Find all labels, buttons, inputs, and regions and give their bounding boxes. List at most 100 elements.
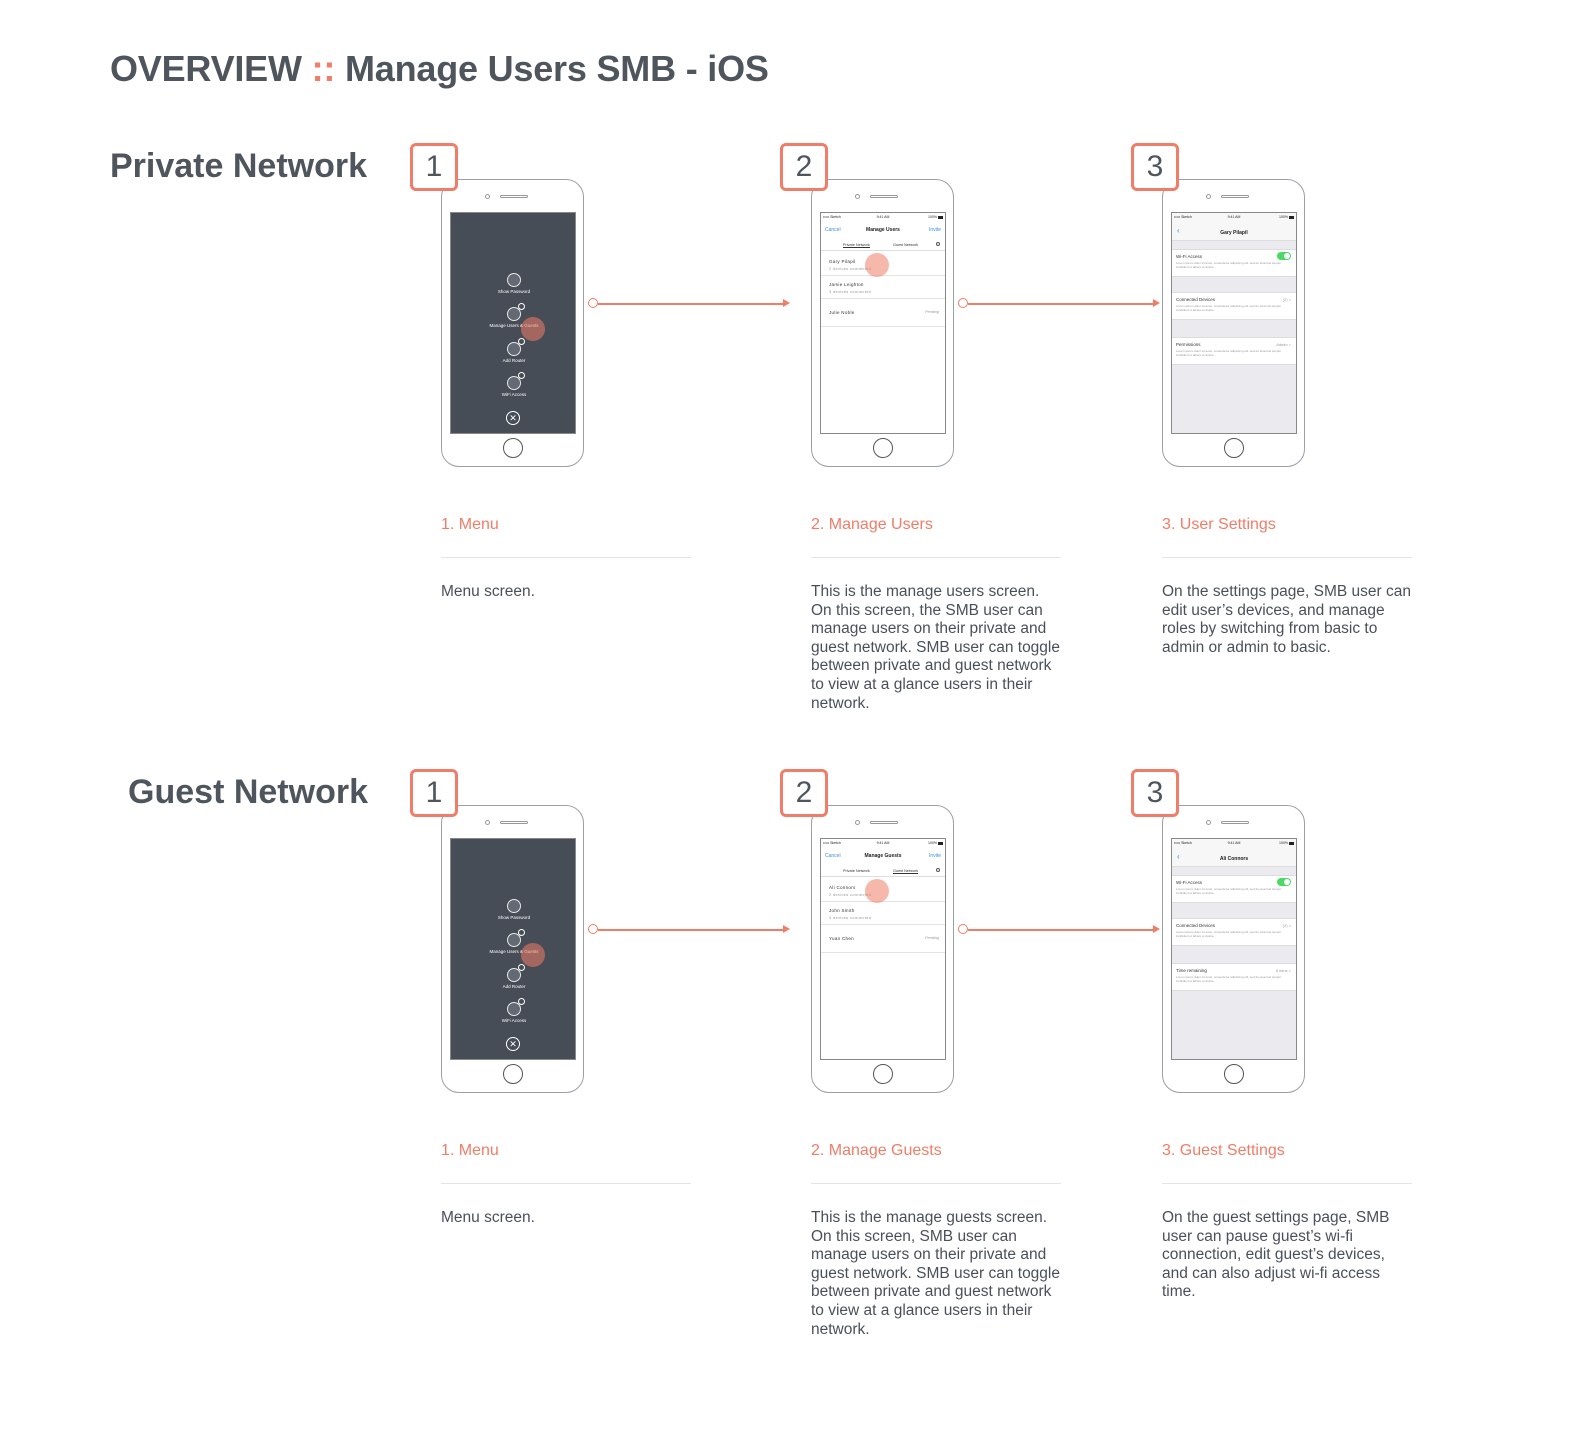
- divider: [811, 557, 1061, 558]
- home-button[interactable]: [873, 438, 893, 458]
- user-name: Yuan Chen: [829, 936, 854, 941]
- step-title: 1. Menu: [441, 516, 499, 533]
- speaker-grille: [870, 821, 898, 824]
- close-icon[interactable]: ✕: [506, 1037, 520, 1051]
- wifi-toggle[interactable]: [1277, 878, 1291, 886]
- user-name: John Smith: [829, 908, 855, 913]
- menu-item-label: WiFi Access: [501, 392, 527, 397]
- settings-row-3[interactable]: Time remaining 8 mins > Lorem ipsum dolo…: [1172, 963, 1296, 991]
- menu-item-icon: [507, 338, 525, 356]
- plus-badge-icon: [518, 929, 525, 936]
- camera-icon: [485, 820, 490, 825]
- tap-indicator: [865, 253, 889, 277]
- divider: [441, 1183, 691, 1184]
- plus-badge-icon: [518, 998, 525, 1005]
- menu-item-label: WiFi Access: [501, 1018, 527, 1023]
- battery-icon: [938, 216, 943, 219]
- search-icon[interactable]: [936, 868, 940, 872]
- connected-devices-row[interactable]: Connected Devices (2) > Lorem ipsum dolo…: [1172, 918, 1296, 946]
- back-chevron-icon[interactable]: ‹: [1177, 226, 1180, 235]
- speaker-grille: [1221, 821, 1249, 824]
- menu-item-icon: [507, 303, 525, 321]
- network-toggle: Private Network Guest Network: [821, 241, 945, 251]
- home-button[interactable]: [1224, 1064, 1244, 1084]
- phone-menu: Show Password Manage Users & Guests Add …: [441, 805, 584, 1093]
- arrow-start-icon: [958, 298, 968, 308]
- list-item[interactable]: Jamie Leighton 3 devices connected: [821, 276, 945, 299]
- list-item[interactable]: Julie Noble Pending: [821, 299, 945, 327]
- divider: [811, 1183, 1061, 1184]
- wifi-access-row: Wi-Fi Access Lorem ipsum dolor sit amet,…: [1172, 875, 1296, 903]
- step-description: On the guest settings page, SMB user can…: [1162, 1209, 1390, 1301]
- devices-count: 2 devices connected: [829, 892, 872, 897]
- tap-indicator: [865, 879, 889, 903]
- menu-item[interactable]: Add Router: [451, 338, 575, 363]
- menu-screen: Show Password Manage Users & Guests Add …: [450, 838, 576, 1060]
- user-name: Jamie Leighton: [829, 282, 864, 287]
- search-icon[interactable]: [936, 242, 940, 246]
- cancel-button[interactable]: Cancel: [825, 853, 841, 859]
- devices-count: 2 devices connected: [829, 266, 872, 271]
- page-title: OVERVIEW :: Manage Users SMB - iOS: [110, 48, 769, 89]
- step-number-badge: 3: [1131, 769, 1179, 817]
- invite-button[interactable]: Invite: [929, 227, 941, 233]
- menu-item-label: Manage Users & Guests: [489, 949, 539, 954]
- wifi-toggle[interactable]: [1277, 252, 1291, 260]
- step-title: 2. Manage Users: [811, 516, 933, 533]
- devices-count: 3 devices connected: [829, 289, 872, 294]
- tab-guest-network[interactable]: Guest Network: [893, 869, 919, 874]
- menu-item[interactable]: Show Password: [451, 899, 575, 920]
- battery-icon: [1289, 842, 1294, 845]
- pending-badge: Pending: [925, 310, 939, 314]
- close-icon[interactable]: ✕: [506, 411, 520, 425]
- nav-title: Manage Guests: [864, 853, 902, 859]
- tab-private-network[interactable]: Private Network: [843, 869, 870, 873]
- connected-devices-row[interactable]: Connected Devices (2) > Lorem ipsum dolo…: [1172, 292, 1296, 320]
- menu-item[interactable]: WiFi Access: [451, 998, 575, 1023]
- step-number-badge: 1: [410, 143, 458, 191]
- settings-row-3[interactable]: Permissions Admin > Lorem ipsum dolor si…: [1172, 337, 1296, 365]
- tab-private-network[interactable]: Private Network: [843, 243, 870, 248]
- arrow-start-icon: [958, 924, 968, 934]
- invite-button[interactable]: Invite: [929, 853, 941, 859]
- section-title: Guest Network: [128, 773, 368, 811]
- cancel-button[interactable]: Cancel: [825, 227, 841, 233]
- speaker-grille: [500, 195, 528, 198]
- arrow-head-icon: [783, 299, 790, 307]
- menu-item[interactable]: Manage Users & Guests: [451, 929, 575, 954]
- speaker-grille: [1221, 195, 1249, 198]
- camera-icon: [1206, 820, 1211, 825]
- step-title: 2. Manage Guests: [811, 1142, 942, 1159]
- menu-item[interactable]: Show Password: [451, 273, 575, 294]
- camera-icon: [855, 194, 860, 199]
- home-button[interactable]: [503, 1064, 523, 1084]
- home-button[interactable]: [503, 438, 523, 458]
- home-button[interactable]: [1224, 438, 1244, 458]
- network-toggle: Private Network Guest Network: [821, 867, 945, 877]
- arrow-start-icon: [588, 298, 598, 308]
- menu-item-label: Add Router: [502, 358, 526, 363]
- nav-bar: Cancel Manage Guests Invite: [821, 853, 945, 863]
- home-button[interactable]: [873, 1064, 893, 1084]
- menu-item-label: Add Router: [502, 984, 526, 989]
- settings-title: Gary Pilapil: [1220, 230, 1248, 236]
- list-item[interactable]: John Smith 3 devices connected: [821, 902, 945, 925]
- menu-item[interactable]: WiFi Access: [451, 372, 575, 397]
- menu-item[interactable]: Add Router: [451, 964, 575, 989]
- tab-guest-network[interactable]: Guest Network: [893, 243, 919, 247]
- menu-item-icon: [507, 964, 525, 982]
- back-chevron-icon[interactable]: ‹: [1177, 852, 1180, 861]
- list-item[interactable]: Gary Pilapil 2 devices connected: [821, 253, 945, 276]
- list-item[interactable]: Yuan Chen Pending: [821, 925, 945, 953]
- menu-item[interactable]: Manage Users & Guests: [451, 303, 575, 328]
- list-item[interactable]: Ali Connors 2 devices connected: [821, 879, 945, 902]
- wifi-access-row: Wi-Fi Access Lorem ipsum dolor sit amet,…: [1172, 249, 1296, 277]
